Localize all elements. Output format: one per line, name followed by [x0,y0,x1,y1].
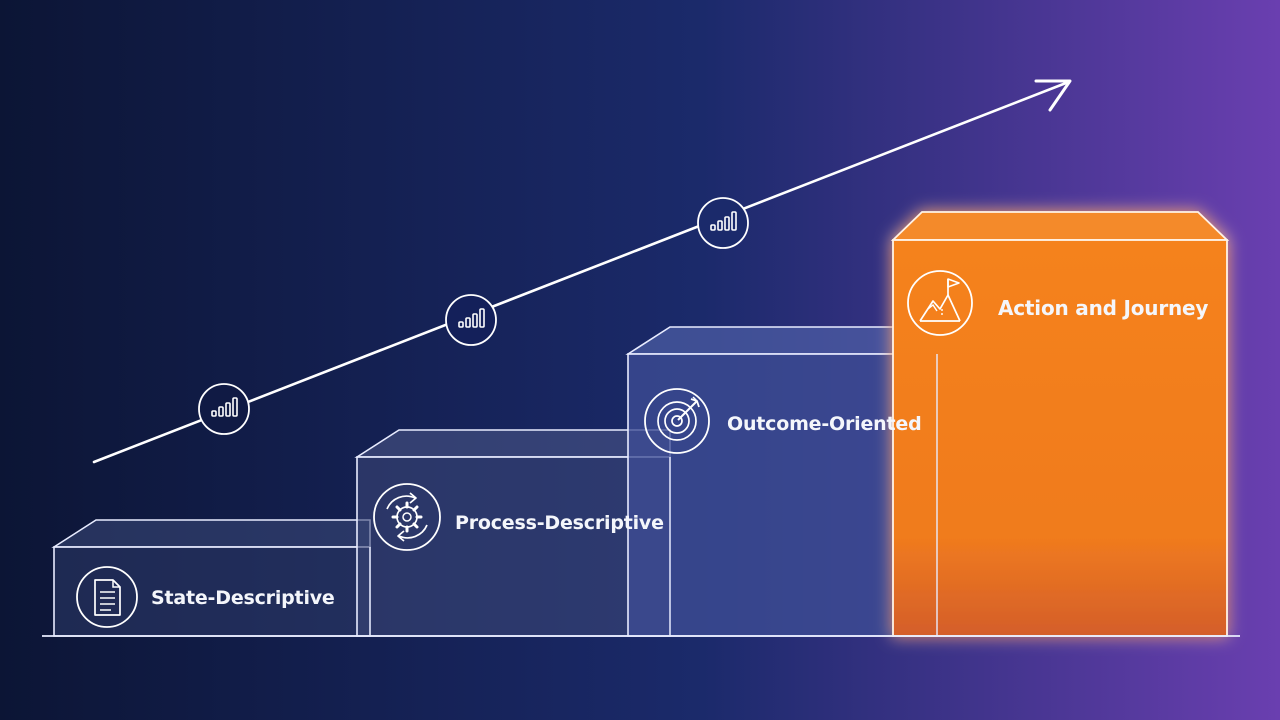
trend-marker-1 [198,383,250,435]
step-1-label: State-Descriptive [151,587,335,609]
target-icon [644,388,710,454]
trend-marker-2 [445,294,497,346]
step-3-label: Outcome-Oriented [727,413,922,435]
step-1-block [51,519,371,637]
step-4-block [890,211,1230,637]
bar-chart-icon [458,308,485,328]
trend-marker-3 [697,197,749,249]
step-4-label: Action and Journey [998,296,1209,320]
trend-arrow [92,79,1072,464]
step-2-block [354,429,671,637]
document-icon [76,566,138,628]
bar-chart-icon [710,211,737,231]
gear-cycle-icon [373,483,441,551]
step-3-block [625,326,938,637]
mountain-flag-icon [907,270,973,336]
step-2-label: Process-Descriptive [455,512,664,534]
bar-chart-icon [211,397,238,417]
